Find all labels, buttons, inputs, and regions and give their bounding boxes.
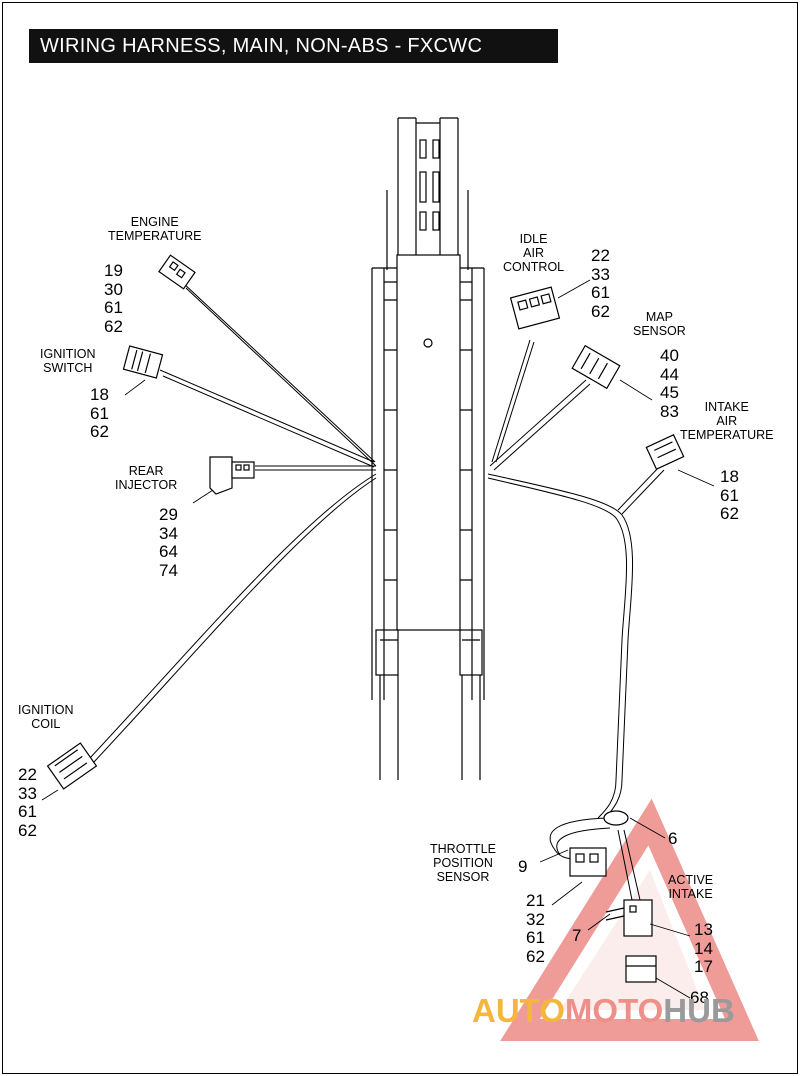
rear-injector-label: REAR INJECTOR [115, 464, 177, 492]
harness-wires [89, 281, 665, 901]
part-number: 61 [591, 283, 610, 302]
part-number: 17 [694, 957, 713, 976]
label-line: IGNITION [18, 703, 74, 717]
part-number: 33 [18, 783, 37, 803]
active-intake-connector[interactable] [605, 899, 653, 937]
part-number: 30 [104, 279, 123, 299]
part-number: 61 [526, 928, 545, 947]
engine-temperature-connector[interactable] [158, 254, 196, 290]
leader-lines [41, 279, 715, 999]
label-line: COIL [31, 717, 61, 731]
part-number: 62 [720, 504, 739, 523]
part-number: 33 [591, 264, 610, 284]
part-number: 45 [660, 383, 679, 402]
ignition-switch-label: IGNITION SWITCH [40, 347, 96, 375]
watermark-text: MOTO [564, 992, 664, 1029]
part-number: 62 [90, 422, 109, 441]
ignition-switch-connector[interactable] [122, 345, 164, 379]
part-number: 40 [660, 346, 679, 365]
idle-air-control-parts: 22 33 61 62 [591, 246, 610, 321]
label-line: REAR [128, 464, 164, 478]
label-line: SWITCH [43, 361, 93, 375]
intake-air-temperature-parts: 18 61 62 [720, 467, 739, 524]
label-line: TEMPERATURE [108, 229, 202, 243]
throttle-position-connector[interactable] [569, 847, 607, 877]
rear-injector-connector[interactable] [209, 456, 255, 495]
part-number: 29 [159, 505, 178, 524]
part-number: 61 [90, 403, 109, 423]
watermark-text: HUB [663, 992, 735, 1029]
label-line: IDLE [519, 232, 548, 246]
lower-connector-callout: 68 [690, 988, 709, 1007]
part-number: 34 [159, 523, 178, 543]
active-intake-parts: 13 14 17 [694, 920, 713, 977]
harness-clip [603, 810, 629, 826]
label-line: CONTROL [503, 260, 565, 274]
label-line: AIR [716, 414, 738, 428]
throttle-position-callout: 9 [518, 857, 528, 876]
engine-temperature-label: ENGINE TEMPERATURE [108, 215, 202, 243]
part-number: 62 [591, 301, 610, 321]
intake-air-temperature-connector[interactable] [645, 433, 685, 471]
label-line: AIR [523, 246, 544, 260]
label-line: MAP [645, 310, 673, 324]
clip-callout: 6 [668, 829, 678, 848]
label-line: SENSOR [633, 324, 686, 338]
part-number: 74 [159, 560, 178, 580]
part-number: 22 [591, 246, 610, 265]
active-intake-label: ACTIVE INTAKE [668, 873, 713, 901]
frame-rails [371, 117, 485, 780]
watermark-text: AUTO [472, 992, 565, 1029]
label-line: THROTTLE [430, 842, 496, 856]
part-number: 64 [159, 542, 178, 561]
part-number: 14 [694, 938, 713, 958]
label-line: POSITION [433, 856, 493, 870]
active-intake-callout: 7 [572, 926, 582, 945]
label-line: INTAKE [668, 887, 713, 901]
label-line: SENSOR [436, 870, 490, 884]
part-number: 13 [694, 920, 713, 939]
map-sensor-connector[interactable] [571, 344, 621, 390]
ignition-switch-parts: 18 61 62 [90, 385, 109, 442]
lower-connector[interactable] [625, 955, 657, 983]
label-line: TEMPERATURE [680, 428, 774, 442]
label-line: INTAKE [704, 400, 749, 414]
label-line: IGNITION [40, 347, 96, 361]
part-number: 18 [90, 385, 109, 404]
label-line: ACTIVE [668, 873, 714, 887]
part-number: 62 [104, 316, 123, 336]
part-number: 18 [720, 467, 739, 486]
part-number: 32 [526, 909, 545, 929]
diagram-title: WIRING HARNESS, MAIN, NON-ABS - FXCWC [29, 29, 558, 63]
label-line: ENGINE [130, 215, 179, 229]
ignition-coil-label: IGNITION COIL [18, 703, 74, 731]
part-number: 22 [18, 765, 37, 784]
part-number: 61 [104, 298, 123, 317]
watermark-triangle [500, 798, 759, 1041]
throttle-position-sensor-label: THROTTLE POSITION SENSOR [430, 842, 496, 884]
watermark-logo: AUTOMOTOHUB [472, 992, 735, 1030]
part-number: 19 [104, 261, 123, 280]
part-number: 62 [18, 820, 37, 840]
part-number: 61 [720, 485, 739, 505]
part-number: 61 [18, 802, 37, 821]
idle-air-control-label: IDLE AIR CONTROL [503, 232, 564, 274]
part-number: 62 [526, 946, 545, 966]
map-sensor-label: MAP SENSOR [633, 310, 686, 338]
rear-injector-parts: 29 34 64 74 [159, 505, 178, 580]
part-number: 83 [660, 401, 679, 421]
part-number: 44 [660, 364, 679, 384]
idle-air-control-connector[interactable] [509, 286, 561, 330]
part-number: 21 [526, 891, 545, 910]
label-line: INJECTOR [115, 478, 178, 492]
ignition-coil-connector[interactable] [46, 742, 98, 790]
intake-air-temperature-label: INTAKE AIR TEMPERATURE [680, 400, 774, 442]
engine-temperature-parts: 19 30 61 62 [104, 261, 123, 336]
throttle-position-sensor-parts: 21 32 61 62 [526, 891, 545, 966]
ignition-coil-parts: 22 33 61 62 [18, 765, 37, 840]
map-sensor-parts: 40 44 45 83 [660, 346, 679, 421]
